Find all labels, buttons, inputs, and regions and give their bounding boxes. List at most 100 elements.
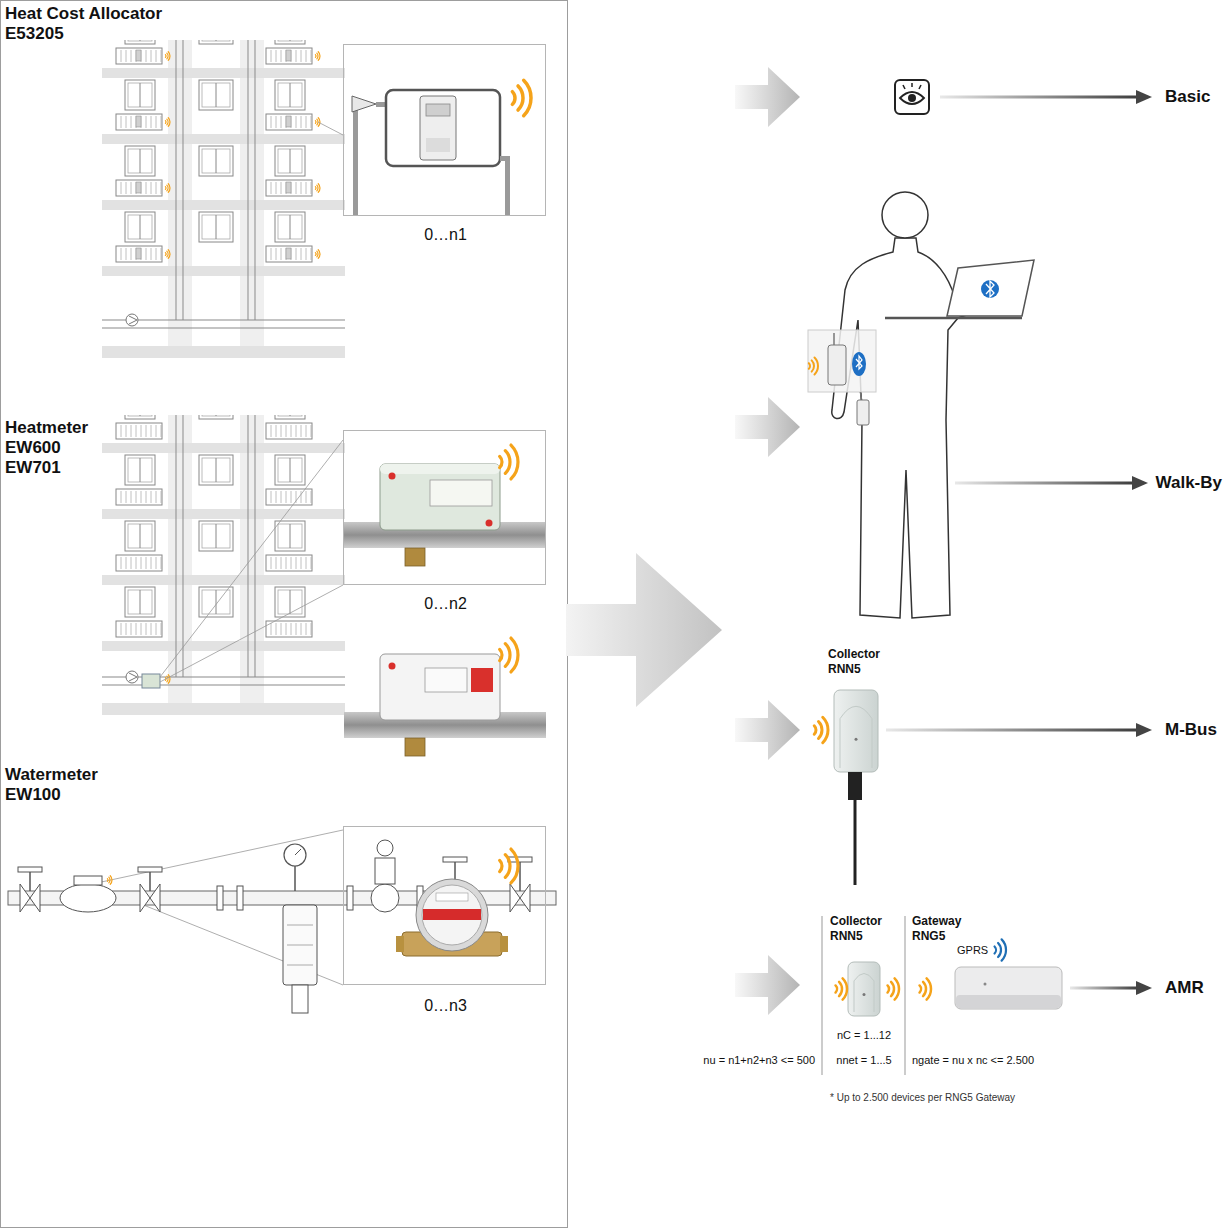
window [199,40,233,44]
base-slab [102,703,345,715]
window [125,521,155,551]
eye-lash [919,85,921,89]
seal-dot [389,663,396,670]
text-slot: ngate = nu x nc <= 2.500 [912,1053,1034,1067]
radiator-fin [306,248,307,260]
window-mullion [216,40,217,41]
radio-wave [511,445,518,479]
radiator-fin [291,557,292,569]
big-arrow [566,553,722,707]
heat-meter-display [430,480,492,506]
radio-wave [109,877,110,883]
pressure-reducer [371,884,399,912]
riser-pipe [247,40,248,320]
heat-meter-body [380,654,500,720]
heat-meter-display [425,668,467,692]
meter-dial-rim [416,879,488,951]
radiator-fin [306,491,307,503]
radiator-fin [141,425,142,437]
output-line [886,729,1138,732]
radiator-fin [296,623,297,635]
window-frame [278,590,302,614]
radiator-fin [311,116,312,128]
label-slot: AMR [1165,977,1204,999]
allocator-display [426,104,450,116]
radio-wave [168,250,170,258]
radiator-fin [161,50,162,62]
radiator-fin [121,50,122,62]
window-mullion [216,590,217,614]
radiator [116,423,162,439]
radiator [266,621,312,637]
radiator-fin [156,425,157,437]
output-line [955,482,1134,485]
allocator-device [286,248,291,259]
radiator-fin [286,557,287,569]
window-frame [128,458,152,482]
radiator-fin [296,248,297,260]
radiator-fin [306,557,307,569]
radiator-fin [151,491,152,503]
window [199,521,233,551]
window [199,80,233,110]
filter-line [287,925,313,926]
panel-frame [1,1,568,1228]
radiator-fin [311,491,312,503]
window-frame [202,415,230,416]
gateway-device [955,967,1062,1009]
window-mullion [290,40,291,41]
window-mullion [290,215,291,239]
window [199,212,233,242]
radiator-fin [146,50,147,62]
filter-line [287,965,313,966]
gateway-column: Gateway RNG5GPRSngate = nu x nc <= 2.500 [907,914,1107,1074]
heat-meter-small [142,674,160,688]
radiator-fin [161,182,162,194]
count-label: 0…n1 [344,225,547,245]
brass-nut [405,738,425,756]
base-slab [102,346,345,358]
flow-arrow [735,700,800,760]
radiator-fin [151,182,152,194]
radiator-fin [126,248,127,260]
valve-handle [508,857,532,862]
riser-pipe [254,415,255,677]
window-mullion [140,149,141,173]
radio-wave [888,985,889,992]
radiator-fin [291,425,292,437]
radiator-fin [131,50,132,62]
radiator-fin [311,425,312,437]
pressure-gauge [284,844,306,866]
radiator-fin [281,248,282,260]
radiator-fin [311,623,312,635]
hanging-device [857,400,869,425]
collector-arch [840,706,872,768]
window-frame [202,590,230,614]
radio-wave [823,717,828,742]
filter-line [287,945,313,946]
radiator-fin [301,182,302,194]
eye-lash [903,85,905,89]
wall [168,415,192,715]
radiator-fin [271,491,272,503]
output-label: M-Bus [1165,719,1217,741]
count-label: 0…n2 [344,594,547,614]
leader-line [318,122,343,135]
radiator-fin [151,50,152,62]
radiator-fin [126,182,127,194]
pipe-flange [237,886,243,910]
eye-icon [895,80,929,114]
radiator-fin [306,425,307,437]
radiator-pipe [376,102,386,107]
arrow-head [1132,476,1148,490]
radiator-fin [151,116,152,128]
radiator-fin [306,50,307,62]
filter-housing [283,905,317,985]
label-slot: nu = n1+n2+n3 <= 500 [703,1053,815,1067]
radiator-fin [156,248,157,260]
radiator-fin [146,182,147,194]
radio-wave [168,118,170,126]
gateway-front [956,995,1061,1008]
collector-box: Collector RNN5 [826,647,906,777]
